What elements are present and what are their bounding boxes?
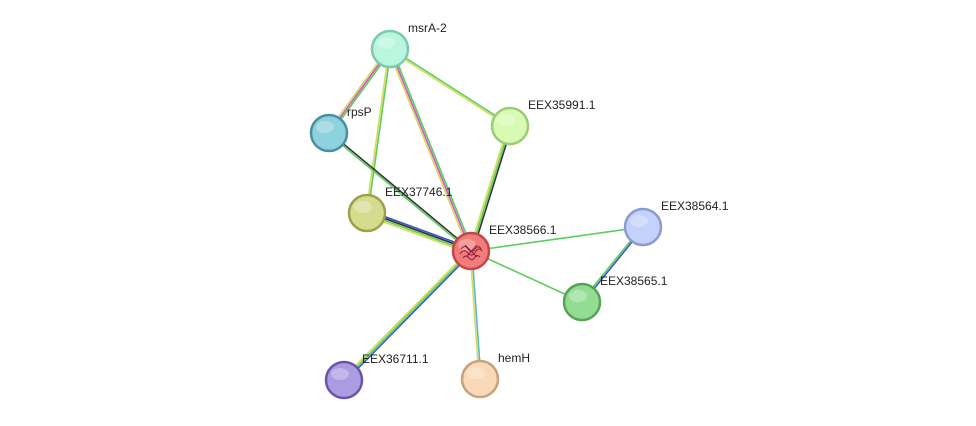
node-highlight (331, 368, 349, 380)
edge-evidence-line (389, 48, 472, 252)
edge-eex35991-1-eex38566-1 (468, 125, 513, 252)
node-circle[interactable] (490, 106, 530, 146)
node-circle[interactable] (370, 29, 410, 69)
edge-msra-2-eex38566-1 (387, 48, 474, 252)
node-eex35991-1[interactable]: EEX35991.1 (490, 98, 596, 146)
edge-evidence-line (344, 251, 473, 382)
edge-evidence-line (367, 49, 392, 214)
node-highlight (467, 367, 485, 379)
structure-stroke (460, 246, 482, 252)
node-label: hemH (498, 351, 530, 365)
node-highlight (377, 37, 395, 49)
node-eex38564-1[interactable]: EEX38564.1 (623, 199, 729, 247)
edge-msra-2-eex35991-1 (389, 47, 511, 128)
node-highlight (569, 290, 587, 302)
edge-rpsp-eex38566-1 (327, 131, 473, 253)
edge-evidence-line (390, 47, 511, 126)
edge-evidence-line (471, 250, 482, 379)
node-label: EEX38564.1 (661, 199, 729, 213)
edge-msra-2-eex37746-1 (365, 48, 392, 214)
node-eex38565-1[interactable]: EEX38565.1 (562, 274, 668, 322)
node-circle[interactable] (460, 359, 500, 399)
node-circle[interactable] (324, 360, 364, 400)
node-label: EEX36711.1 (362, 352, 429, 366)
edge-eex38566-1-eex38565-1 (470, 250, 583, 303)
node-circle[interactable] (309, 113, 349, 153)
edge-evidence-line (329, 131, 473, 251)
node-layer: msrA-2 rpsP EEX35991.1EEX37746.1EEX38566.1… (309, 21, 729, 400)
node-label: EEX37746.1 (385, 185, 453, 199)
edge-eex38566-1-hemh (469, 250, 482, 380)
structure-stroke (464, 244, 478, 258)
node-circle[interactable] (623, 207, 663, 247)
node-highlight (630, 215, 648, 227)
node-highlight (354, 201, 372, 213)
node-label: EEX35991.1 (528, 98, 596, 112)
node-circle[interactable] (347, 193, 387, 233)
edge-evidence-line (327, 133, 471, 253)
node-label: rpsP (347, 105, 372, 119)
node-eex37746-1[interactable]: EEX37746.1 (347, 185, 453, 233)
node-hemh[interactable]: hemH (460, 351, 530, 399)
edge-evidence-line (470, 125, 511, 252)
edge-evidence-line (470, 250, 583, 303)
node-circle[interactable] (562, 282, 602, 322)
structure-stroke (459, 248, 483, 256)
edge-evidence-line (365, 48, 390, 213)
node-eex36711-1[interactable]: EEX36711.1 (324, 352, 429, 400)
node-label: msrA-2 (408, 21, 447, 35)
edge-evidence-line (342, 249, 471, 380)
edge-evidence-line (469, 251, 480, 380)
node-eex38566-1[interactable]: EEX38566.1 (451, 223, 557, 271)
edge-evidence-line (470, 226, 644, 252)
edge-evidence-line (387, 49, 471, 252)
structure-stroke (462, 255, 481, 261)
node-highlight (316, 121, 334, 133)
node-msra-2[interactable]: msrA-2 (370, 21, 447, 69)
edge-eex38566-1-eex36711-1 (342, 249, 473, 382)
node-highlight (497, 114, 515, 126)
edge-evidence-line (468, 125, 510, 251)
edge-evidence-line (471, 126, 513, 252)
edge-evidence-line (343, 250, 472, 381)
node-label: EEX38565.1 (600, 274, 668, 288)
node-rpsp[interactable]: rpsP (309, 105, 372, 153)
edge-evidence-line (389, 49, 510, 128)
protein-structure-icon (459, 244, 483, 261)
edge-evidence-line (390, 48, 474, 251)
edge-eex38566-1-eex38564-1 (470, 226, 644, 252)
node-label: EEX38566.1 (489, 223, 557, 237)
